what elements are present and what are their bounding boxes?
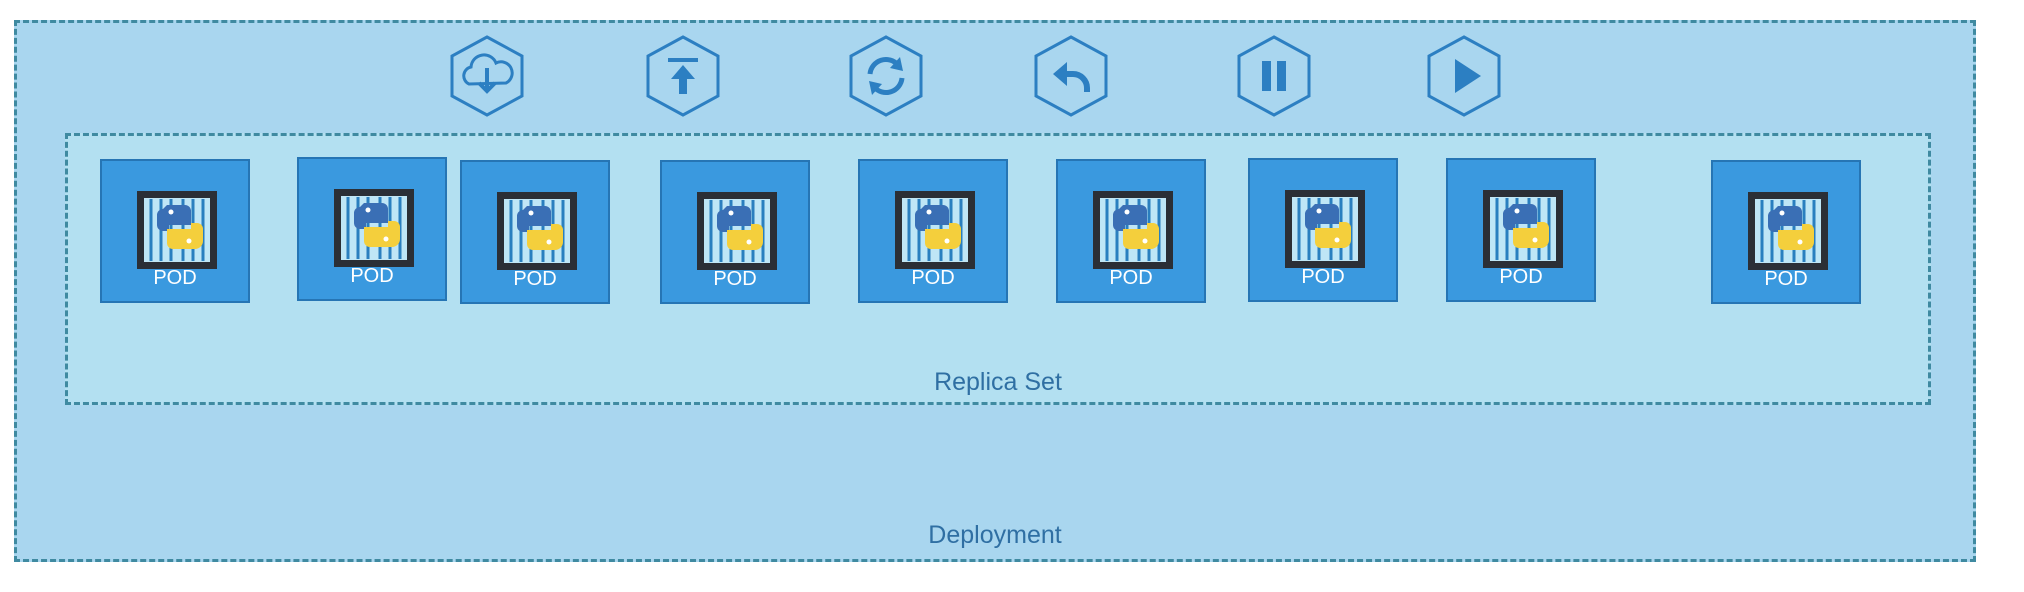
pod-card: POD	[660, 160, 810, 304]
python-container-icon	[697, 192, 777, 270]
pause-icon[interactable]	[1236, 34, 1312, 118]
replica-set-box: POD POD POD	[65, 133, 1931, 405]
pod-card: POD	[297, 157, 447, 301]
pod-card: POD	[858, 159, 1008, 303]
python-container-icon	[1093, 191, 1173, 269]
pod-label: POD	[350, 265, 394, 287]
pod-label: POD	[153, 267, 197, 289]
python-container-icon	[1285, 190, 1365, 268]
pod-card: POD	[1711, 160, 1861, 304]
python-container-icon	[1748, 192, 1828, 270]
pod-label: POD	[1499, 266, 1543, 288]
pod-card: POD	[1248, 158, 1398, 302]
pod-label: POD	[1109, 267, 1153, 289]
python-container-icon	[137, 191, 217, 269]
deployment-label: Deployment	[928, 521, 1062, 549]
python-container-icon	[334, 189, 414, 267]
refresh-icon[interactable]	[848, 34, 924, 118]
play-icon[interactable]	[1426, 34, 1502, 118]
upload-icon[interactable]	[645, 34, 721, 118]
pod-card: POD	[460, 160, 610, 304]
pod-label: POD	[513, 268, 557, 290]
python-container-icon	[1483, 190, 1563, 268]
cloud-download-icon[interactable]	[449, 34, 525, 118]
pod-label: POD	[713, 268, 757, 290]
pod-label: POD	[1301, 266, 1345, 288]
pod-label: POD	[1764, 268, 1808, 290]
pod-card: POD	[1056, 159, 1206, 303]
undo-icon[interactable]	[1033, 34, 1109, 118]
pod-card: POD	[100, 159, 250, 303]
python-container-icon	[895, 191, 975, 269]
pod-label: POD	[911, 267, 955, 289]
replica-set-label: Replica Set	[934, 368, 1062, 396]
deployment-box: POD POD POD	[14, 20, 1976, 562]
pod-card: POD	[1446, 158, 1596, 302]
python-container-icon	[497, 192, 577, 270]
